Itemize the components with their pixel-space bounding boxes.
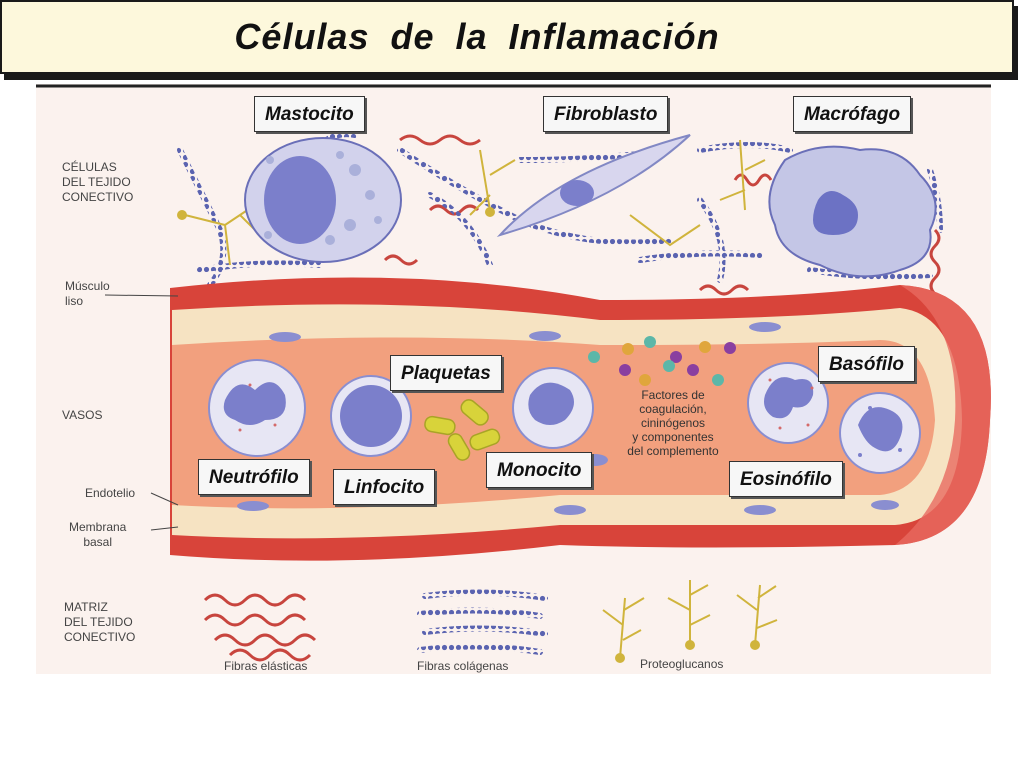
proteoglycan-knot <box>177 210 187 220</box>
callout-macrofago: Macrófago <box>793 96 911 132</box>
label-musculo-liso: Músculo liso <box>65 279 110 309</box>
label-proteoglucanos: Proteoglucanos <box>640 657 723 671</box>
mast-cell <box>245 138 401 262</box>
proteoglycan-knot <box>750 640 760 650</box>
callout-linfocito: Linfocito <box>333 469 435 505</box>
callout-fibroblasto: Fibroblasto <box>543 96 668 132</box>
callout-monocito: Monocito <box>486 452 592 488</box>
proteoglycan-knot <box>485 207 495 217</box>
neutrophil-cell <box>209 360 305 456</box>
label-fibras-elasticas: Fibras elásticas <box>224 659 307 673</box>
label-celulas-tejido: CÉLULAS DEL TEJIDO CONECTIVO <box>62 160 133 205</box>
proteoglycan-knot <box>615 653 625 663</box>
factors-text: Factores de coagulación, cininógenos y c… <box>618 388 728 458</box>
label-vasos: VASOS <box>62 408 102 423</box>
callout-eosinofilo: Eosinófilo <box>729 461 843 497</box>
basophil-cell <box>748 363 828 443</box>
label-fibras-colagenas: Fibras colágenas <box>417 659 508 673</box>
monocyte-cell <box>513 368 593 448</box>
callout-plaquetas: Plaquetas <box>390 355 502 391</box>
callout-basofilo: Basófilo <box>818 346 915 382</box>
proteoglycan-knot <box>685 640 695 650</box>
label-matriz: MATRIZ DEL TEJIDO CONECTIVO <box>64 600 135 645</box>
callout-neutrofilo: Neutrófilo <box>198 459 310 495</box>
label-endotelio: Endotelio <box>85 486 135 501</box>
eosinophil-cell <box>840 393 920 473</box>
label-membrana-basal: Membrana basal <box>69 520 126 550</box>
callout-mastocito: Mastocito <box>254 96 365 132</box>
